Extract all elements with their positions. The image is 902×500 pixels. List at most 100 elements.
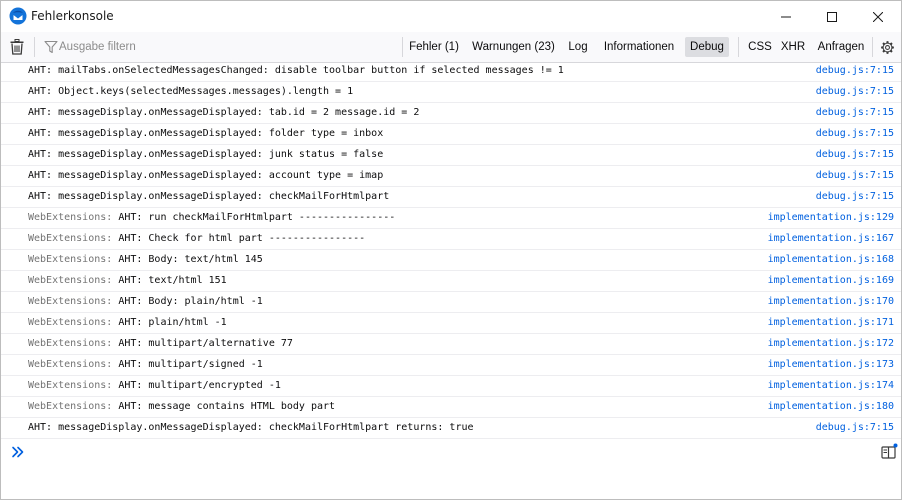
console-message-row: AHT: messageDisplay.onMessageDisplayed: … (1, 124, 901, 145)
console-message-text: AHT: messageDisplay.onMessageDisplayed: … (28, 418, 474, 438)
filter-debug-button[interactable]: Debug (685, 37, 729, 57)
console-message-text: AHT: messageDisplay.onMessageDisplayed: … (28, 103, 419, 123)
message-body: AHT: text/html 151 (118, 275, 227, 286)
filter-log-button[interactable]: Log (568, 41, 588, 53)
message-source-link[interactable]: debug.js:7:15 (815, 191, 894, 202)
console-message-row: WebExtensions: AHT: text/html 151 impleme… (1, 271, 901, 292)
message-body: AHT: Body: plain/html -1 (118, 296, 263, 307)
console-message-text: WebExtensions: AHT: Body: text/html 145 (28, 250, 263, 270)
toolbar-separator (872, 37, 873, 57)
console-message-row: AHT: messageDisplay.onMessageDisplayed: … (1, 103, 901, 124)
console-message-text: WebExtensions: AHT: multipart/alternativ… (28, 334, 293, 354)
message-source-link[interactable]: debug.js:7:15 (815, 86, 894, 97)
console-message-text: WebExtensions: AHT: text/html 151 (28, 271, 227, 291)
message-body: AHT: multipart/signed -1 (118, 359, 263, 370)
message-source-link[interactable]: implementation.js:129 (767, 212, 894, 223)
console-message-row: WebExtensions: AHT: Body: plain/html -1 i… (1, 292, 901, 313)
message-source-link[interactable]: debug.js:7:15 (815, 65, 894, 76)
message-prefix: WebExtensions: (28, 401, 119, 412)
filter-input[interactable] (59, 36, 379, 58)
console-message-text: WebExtensions: AHT: multipart/signed -1 (28, 355, 263, 375)
message-source-link[interactable]: implementation.js:168 (767, 254, 894, 265)
console-message-row: WebExtensions: AHT: multipart/encrypted … (1, 376, 901, 397)
chevron-double-right-icon (12, 446, 24, 458)
console-message-text: AHT: messageDisplay.onMessageDisplayed: … (28, 145, 383, 165)
message-source-link[interactable]: implementation.js:169 (767, 275, 894, 286)
toolbar-separator (738, 37, 739, 57)
message-prefix: WebExtensions: (28, 317, 119, 328)
filter-icon (44, 40, 58, 54)
filter-xhr-button[interactable]: XHR (780, 41, 806, 53)
console-message-row: AHT: messageDisplay.onMessageDisplayed: … (1, 166, 901, 187)
editor-mode-icon[interactable] (880, 443, 898, 461)
message-source-link[interactable]: implementation.js:172 (767, 338, 894, 349)
console-message-text: AHT: Object.keys(selectedMessages.messag… (28, 82, 353, 102)
console-input-line (1, 438, 901, 466)
message-source-link[interactable]: implementation.js:173 (767, 359, 894, 370)
console-message-text: WebExtensions: AHT: multipart/encrypted … (28, 376, 281, 396)
message-source-link[interactable]: debug.js:7:15 (815, 170, 894, 181)
message-body: AHT: messageDisplay.onMessageDisplayed: … (28, 107, 420, 118)
message-source-link[interactable]: implementation.js:167 (767, 233, 894, 244)
filter-info-button[interactable]: Informationen (603, 41, 675, 53)
filter-errors-button[interactable]: Fehler (1) (409, 41, 459, 53)
console-toolbar: Fehler (1) Warnungen (23) Log Informatio… (1, 32, 901, 63)
clear-console-button[interactable] (5, 35, 29, 59)
message-source-link[interactable]: implementation.js:170 (767, 296, 894, 307)
console-input[interactable] (31, 442, 861, 462)
console-message-text: WebExtensions: AHT: message contains HTM… (28, 397, 335, 417)
console-message-row: WebExtensions: AHT: message contains HTM… (1, 397, 901, 418)
console-message-text: AHT: messageDisplay.onMessageDisplayed: … (28, 124, 383, 144)
console-message-row: AHT: messageDisplay.onMessageDisplayed: … (1, 187, 901, 208)
message-prefix: WebExtensions: (28, 359, 119, 370)
message-prefix: WebExtensions: (28, 296, 119, 307)
console-message-text: WebExtensions: AHT: run checkMailForHtml… (28, 208, 395, 228)
console-message-row: AHT: messageDisplay.onMessageDisplayed: … (1, 145, 901, 166)
console-message-text: WebExtensions: AHT: Body: plain/html -1 (28, 292, 263, 312)
gear-icon (880, 40, 894, 54)
console-settings-button[interactable] (877, 37, 897, 57)
close-button[interactable] (855, 1, 901, 32)
console-message-row: WebExtensions: AHT: Body: text/html 145 i… (1, 250, 901, 271)
console-output[interactable]: AHT: mailTabs.onSelectedMessagesChanged:… (1, 61, 901, 438)
message-body: AHT: mailTabs.onSelectedMessagesChanged:… (28, 65, 564, 76)
message-body: AHT: Object.keys(selectedMessages.messag… (28, 86, 354, 97)
message-prefix: WebExtensions: (28, 212, 119, 223)
message-source-link[interactable]: implementation.js:174 (767, 380, 894, 391)
message-source-link[interactable]: debug.js:7:15 (815, 422, 894, 433)
message-body: AHT: Check for html part ---------------… (118, 233, 366, 244)
console-message-text: AHT: mailTabs.onSelectedMessagesChanged:… (28, 61, 564, 81)
console-message-row: AHT: Object.keys(selectedMessages.messag… (1, 82, 901, 103)
message-body: AHT: messageDisplay.onMessageDisplayed: … (28, 128, 384, 139)
console-message-text: WebExtensions: AHT: Check for html part … (28, 229, 365, 249)
maximize-button[interactable] (809, 1, 855, 32)
message-source-link[interactable]: implementation.js:180 (767, 401, 894, 412)
trash-icon (10, 39, 24, 55)
message-source-link[interactable]: debug.js:7:15 (815, 107, 894, 118)
maximize-icon (827, 11, 837, 22)
console-message-text: AHT: messageDisplay.onMessageDisplayed: … (28, 187, 389, 207)
console-message-row: AHT: mailTabs.onSelectedMessagesChanged:… (1, 61, 901, 82)
message-body: AHT: run checkMailForHtmlpart ----------… (118, 212, 396, 223)
console-message-row: WebExtensions: AHT: multipart/alternativ… (1, 334, 901, 355)
console-message-text: WebExtensions: AHT: plain/html -1 (28, 313, 227, 333)
message-body: AHT: message contains HTML body part (118, 401, 336, 412)
message-source-link[interactable]: debug.js:7:15 (815, 128, 894, 139)
filter-requests-button[interactable]: Anfragen (817, 41, 865, 53)
title-bar: Fehlerkonsole (1, 1, 901, 32)
filter-warnings-button[interactable]: Warnungen (23) (472, 41, 555, 53)
minimize-button[interactable] (763, 1, 809, 32)
window-title: Fehlerkonsole (31, 9, 114, 23)
message-source-link[interactable]: debug.js:7:15 (815, 149, 894, 160)
message-body: AHT: messageDisplay.onMessageDisplayed: … (28, 191, 390, 202)
message-body: AHT: Body: text/html 145 (118, 254, 263, 265)
toolbar-separator (34, 37, 35, 57)
console-message-row: AHT: messageDisplay.onMessageDisplayed: … (1, 418, 901, 438)
filter-css-button[interactable]: CSS (748, 41, 772, 53)
message-body: AHT: multipart/alternative 77 (118, 338, 293, 349)
minimize-icon (781, 16, 791, 17)
console-message-row: WebExtensions: AHT: Check for html part … (1, 229, 901, 250)
message-prefix: WebExtensions: (28, 254, 119, 265)
message-source-link[interactable]: implementation.js:171 (767, 317, 894, 328)
console-message-row: WebExtensions: AHT: multipart/signed -1 i… (1, 355, 901, 376)
